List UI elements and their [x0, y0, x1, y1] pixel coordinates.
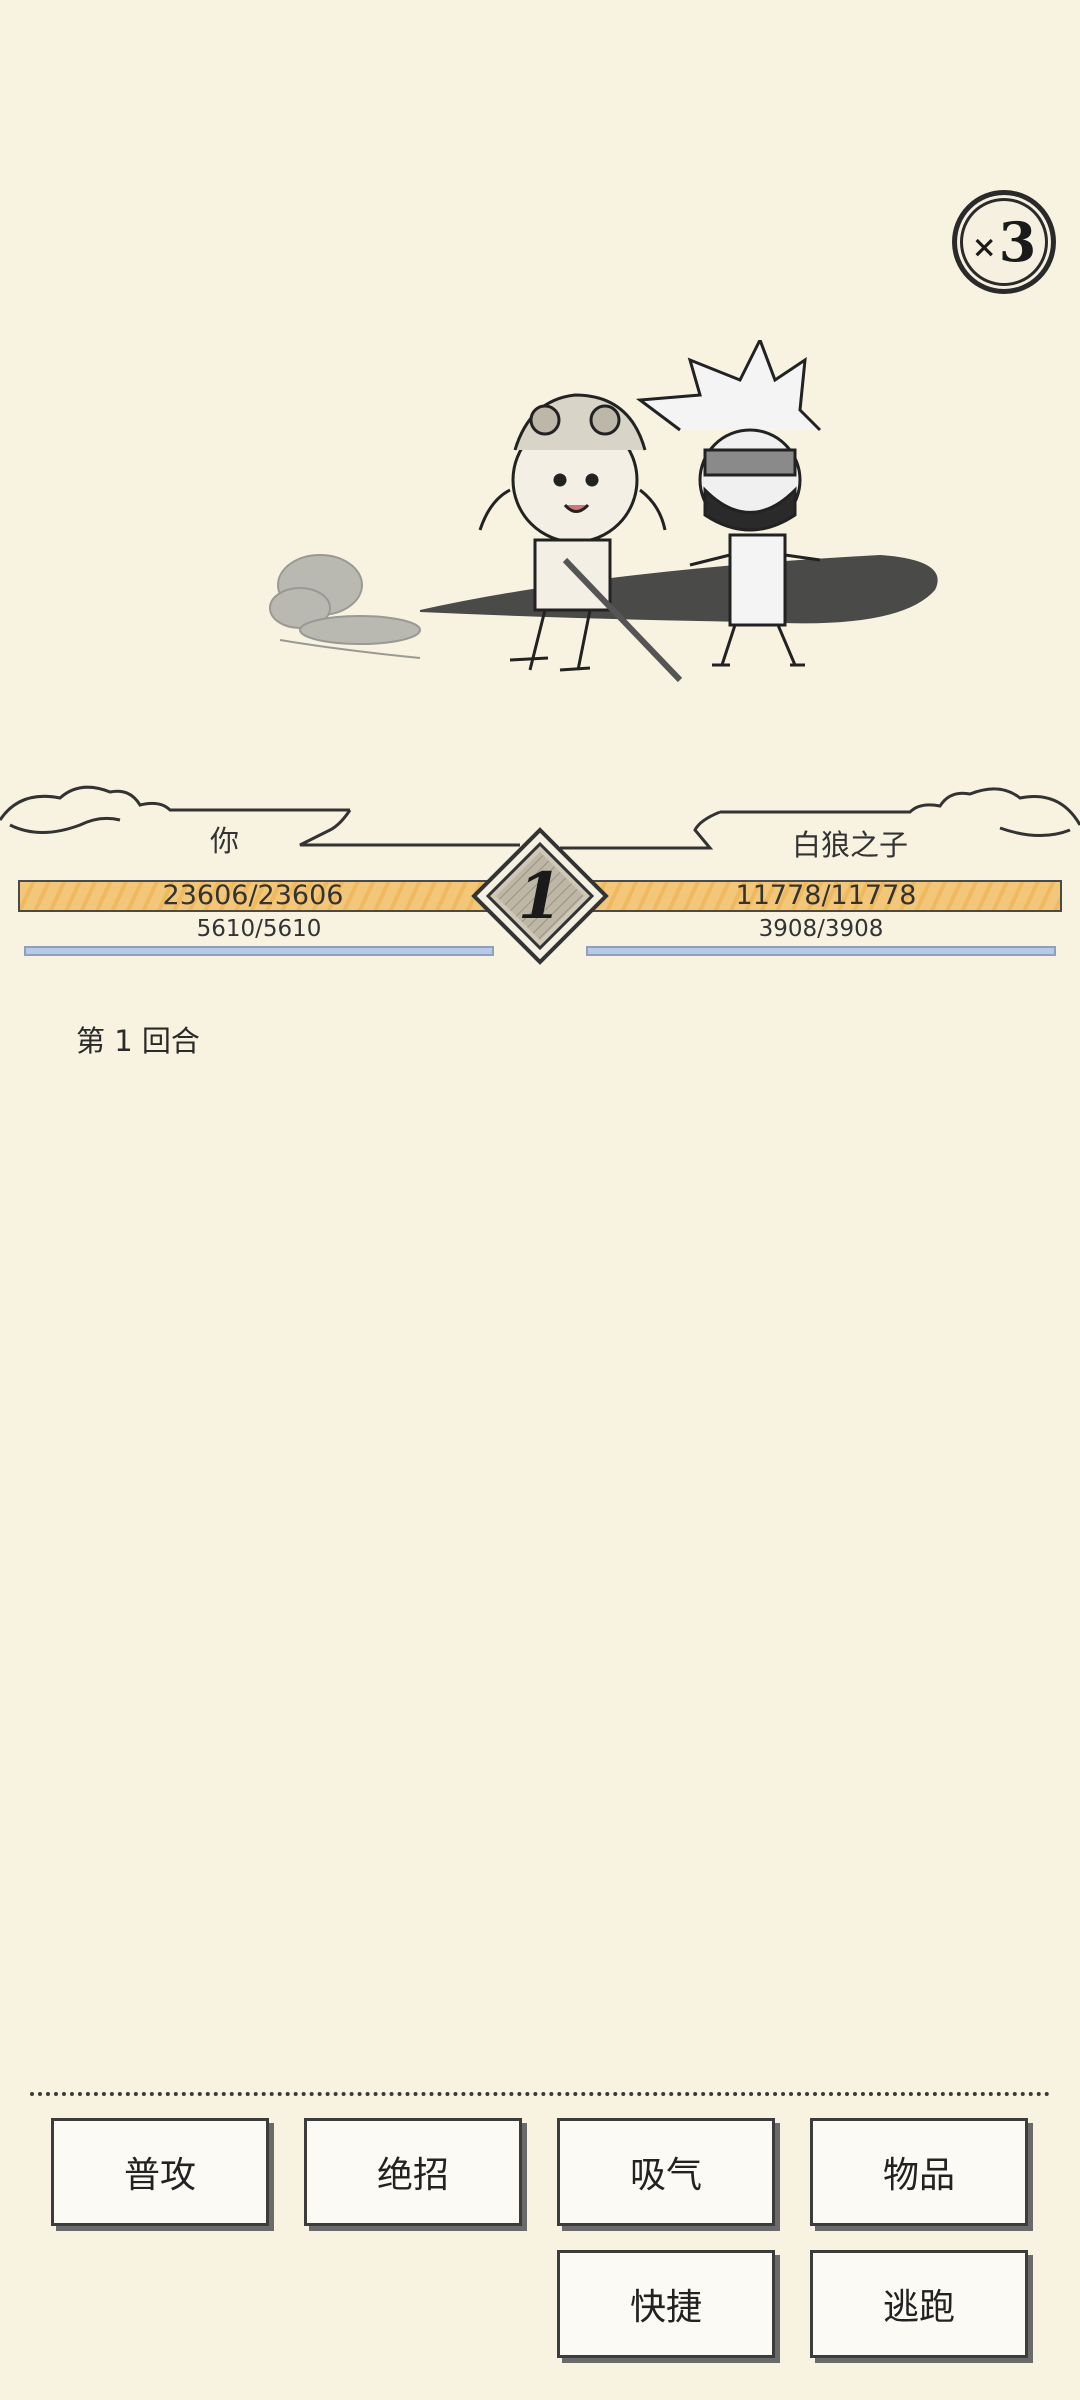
attack-button[interactable]: 普攻: [51, 2118, 269, 2226]
player-mp-bar: [24, 946, 494, 956]
player-name: 你: [210, 824, 240, 858]
left-cloud-ornament: [0, 785, 350, 821]
player-mp-text: 5610/5610: [196, 916, 322, 942]
dust-cloud-icon: [269, 554, 421, 659]
player-hp-bar: [18, 880, 488, 912]
enemy-character: [635, 340, 822, 667]
speed-multiplier-button[interactable]: × 3: [952, 190, 1056, 294]
enemy-mp-bar: [586, 946, 1056, 956]
round-number: 1: [517, 858, 563, 934]
enemy-hp-bar: [590, 880, 1062, 912]
ink-shadow: [420, 555, 938, 624]
shortcut-button[interactable]: 快捷: [557, 2250, 775, 2358]
flee-button[interactable]: 逃跑: [810, 2250, 1028, 2358]
round-diamond-icon: [471, 827, 609, 965]
speed-prefix: ×: [971, 229, 997, 265]
ultimate-button[interactable]: 绝招: [304, 2118, 522, 2226]
enemy-name: 白狼之子: [792, 828, 909, 862]
action-divider: [30, 2092, 1050, 2096]
battle-log: 第 1 回合: [76, 1018, 200, 1060]
speed-value: 3: [998, 210, 1037, 274]
player-hp-text: 23606/23606: [162, 880, 344, 911]
items-button[interactable]: 物品: [810, 2118, 1028, 2226]
log-line: 第 1 回合: [76, 1024, 200, 1058]
battle-scene: [269, 340, 938, 683]
enemy-mp-text: 3908/3908: [758, 916, 884, 942]
player-character: [478, 393, 683, 683]
hud-frame: [0, 785, 1080, 850]
breath-button[interactable]: 吸气: [557, 2118, 775, 2226]
right-cloud-ornament: [720, 787, 1080, 826]
enemy-hp-text: 11778/11778: [735, 880, 917, 911]
